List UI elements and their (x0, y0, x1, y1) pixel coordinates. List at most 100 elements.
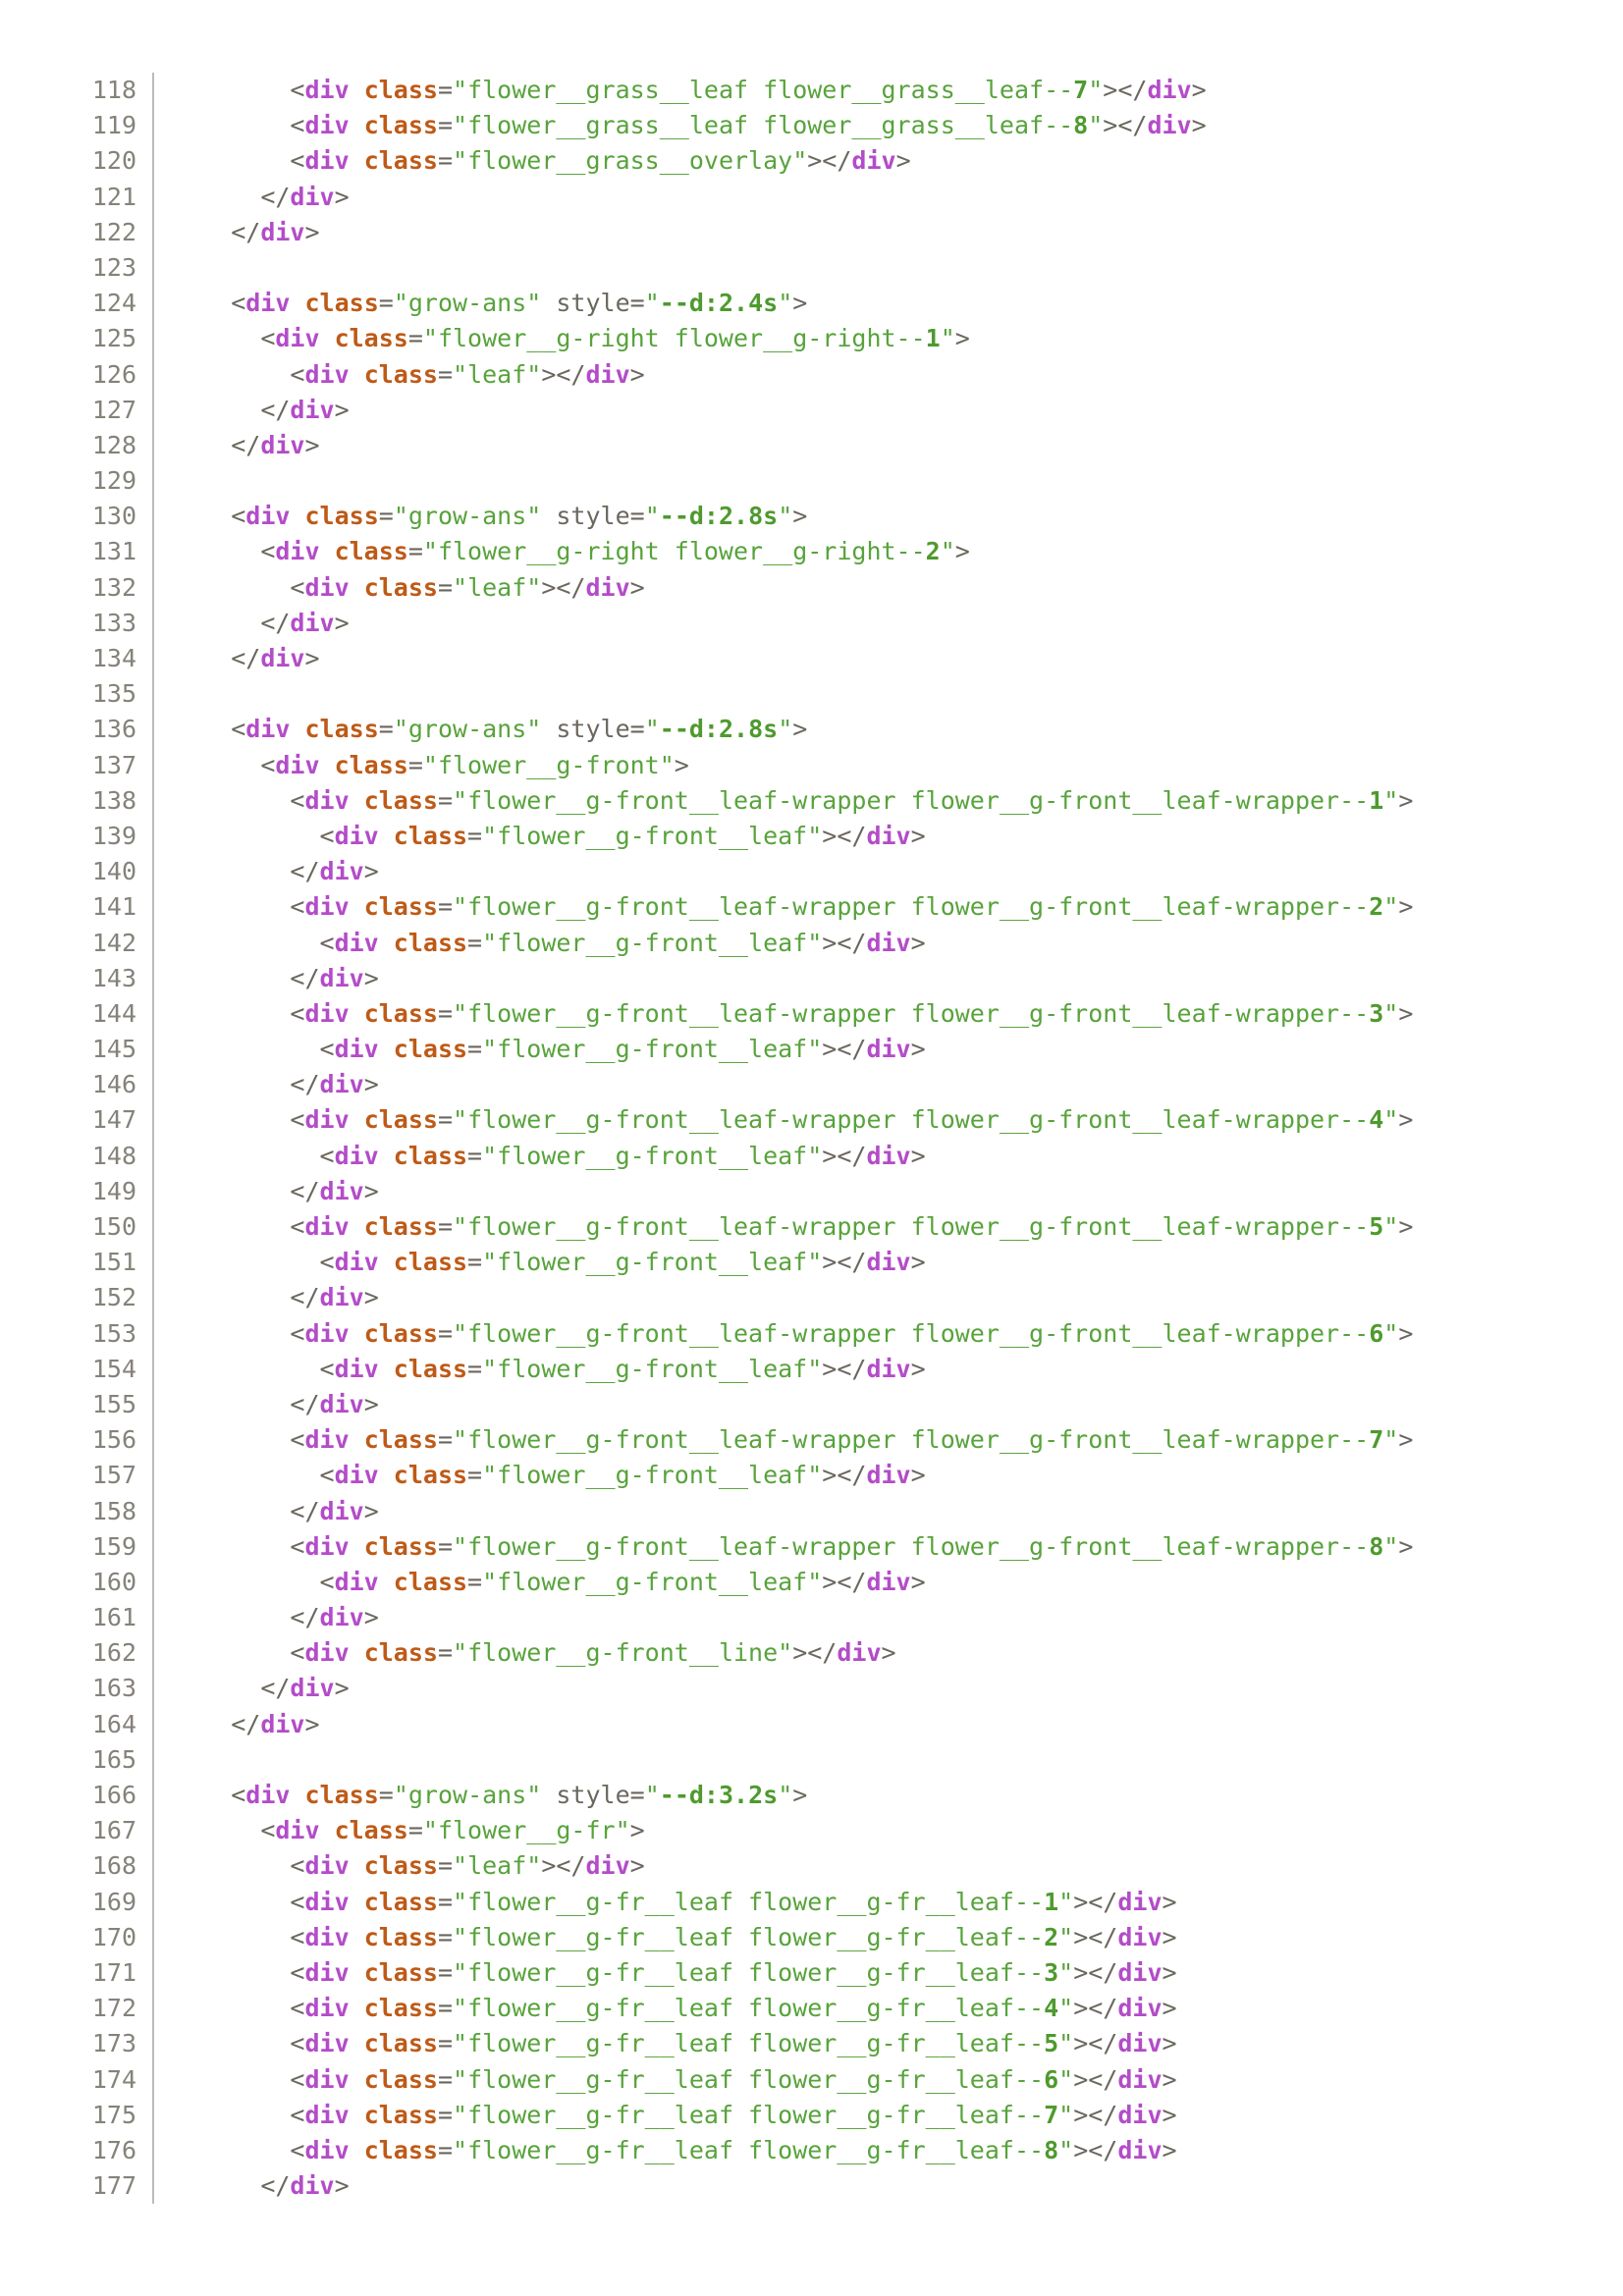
code-text: </div> (154, 1174, 378, 1209)
line-number: 120 (0, 143, 154, 180)
code-token: div (260, 217, 305, 246)
code-token: div (1117, 1887, 1163, 1916)
code-text: <div class="grow-ans" style="--d:2.4s"> (154, 286, 807, 321)
code-line: 160 <div class="flower__g-front__leaf"><… (0, 1564, 1413, 1601)
code-token: ></ (1073, 1994, 1118, 2023)
code-token: ></ (822, 1141, 867, 1170)
code-token: > (1162, 1887, 1177, 1916)
code-line: 131 <div class="flower__g-right flower__… (0, 534, 1413, 570)
code-token: = (467, 821, 483, 850)
code-text: </div> (154, 2168, 350, 2204)
code-line: 158 </div> (0, 1493, 1413, 1529)
code-line: 143 </div> (0, 960, 1413, 996)
line-number: 130 (0, 499, 154, 535)
line-number: 170 (0, 1919, 154, 1955)
code-token: < (319, 1461, 335, 1490)
code-token: div (275, 324, 320, 353)
code-token: div (304, 1531, 350, 1561)
code-token: </ (260, 2171, 291, 2201)
code-token: div (275, 1816, 320, 1845)
code-token: 4 (1044, 1994, 1059, 2023)
line-number: 125 (0, 321, 154, 357)
code-token: div (304, 572, 350, 602)
code-token: > (792, 715, 808, 744)
code-token: div (866, 928, 911, 957)
code-line: 145 <div class="flower__g-front__leaf"><… (0, 1032, 1413, 1068)
code-line: 126 <div class="leaf"></div> (0, 356, 1413, 393)
code-token: > (363, 1283, 379, 1312)
code-token: </ (290, 1176, 320, 1205)
code-token: < (319, 1567, 335, 1596)
code-token: div (304, 1212, 350, 1241)
code-token: "flower__g-front__leaf-wrapper flower__g… (453, 1531, 1370, 1561)
code-token: 5 (1044, 2029, 1059, 2058)
code-line: 169 <div class="flower__g-fr__leaf flowe… (0, 1884, 1413, 1920)
code-token: ></ (822, 928, 867, 957)
code-token: "flower__g-fr__leaf flower__g-fr__leaf-- (453, 1957, 1045, 1987)
code-token: > (1398, 892, 1414, 922)
code-token: < (290, 359, 305, 389)
code-line: 171 <div class="flower__g-fr__leaf flowe… (0, 1954, 1413, 1992)
code-token: ></ (541, 1851, 586, 1881)
code-token: " (778, 502, 793, 531)
line-number: 158 (0, 1493, 154, 1529)
code-token: ></ (822, 821, 867, 850)
code-token: "flower__g-front__leaf-wrapper flower__g… (453, 785, 1370, 815)
code-token: "flower__g-front__leaf-wrapper flower__g… (453, 1105, 1370, 1135)
code-text: <div class="flower__g-front__leaf-wrappe… (154, 1316, 1413, 1352)
line-number: 141 (0, 889, 154, 926)
code-token: > (1398, 1318, 1414, 1348)
code-token: div (851, 146, 896, 176)
code-token: div (1147, 76, 1192, 104)
code-token: > (363, 1603, 379, 1632)
line-number: 127 (0, 392, 154, 428)
line-number: 155 (0, 1386, 154, 1423)
code-token: </ (260, 182, 291, 211)
code-token: ></ (1103, 76, 1148, 104)
code-token: > (334, 2171, 350, 2201)
code-token: > (954, 324, 970, 353)
code-token: ></ (822, 1461, 867, 1490)
code-token: class (378, 821, 468, 850)
code-token: class (349, 111, 438, 140)
line-number: 165 (0, 1741, 154, 1778)
code-token: > (910, 1354, 926, 1383)
code-token: div (304, 146, 350, 176)
code-text: <div class="flower__g-front__leaf-wrappe… (154, 996, 1413, 1032)
code-token: "flower__grass__overlay" (453, 146, 808, 176)
line-number: 177 (0, 2168, 154, 2205)
code-text: <div class="flower__g-front__leaf-wrappe… (154, 1209, 1413, 1245)
code-token: > (363, 1389, 379, 1418)
code-line: 139 <div class="flower__g-front__leaf"><… (0, 818, 1413, 855)
line-number: 174 (0, 2061, 154, 2098)
code-token: div (334, 821, 379, 850)
code-token: < (319, 821, 335, 850)
code-token: class (378, 1248, 468, 1277)
code-token: > (304, 1709, 320, 1738)
code-token: < (290, 785, 305, 815)
code-line: 153 <div class="flower__g-front__leaf-wr… (0, 1315, 1413, 1352)
code-token: div (304, 1922, 350, 1951)
code-token: < (290, 1851, 305, 1881)
line-number: 122 (0, 214, 154, 250)
code-token: > (304, 217, 320, 246)
line-number: 147 (0, 1102, 154, 1139)
code-token: div (260, 430, 305, 459)
code-text: <div class="flower__g-front__leaf-wrappe… (154, 1529, 1413, 1565)
code-token: div (334, 928, 379, 957)
code-token: class (349, 1887, 438, 1916)
code-text: <div class="flower__grass__leaf flower__… (154, 73, 1206, 108)
code-token: > (895, 146, 911, 176)
code-token: = (437, 1318, 454, 1348)
code-token: = (467, 1354, 483, 1383)
code-editor: 118 <div class="flower__grass__leaf flow… (0, 73, 1413, 2205)
code-token: > (1398, 1212, 1414, 1241)
code-text: <div class="flower__g-front__leaf"></div… (154, 819, 926, 854)
code-token: < (290, 1212, 305, 1241)
code-text (154, 250, 172, 286)
code-token: class (349, 1922, 438, 1951)
code-token: > (363, 857, 379, 886)
line-number: 164 (0, 1706, 154, 1742)
code-text: <div class="flower__g-front__leaf-wrappe… (154, 889, 1413, 925)
code-token: --d:3.2s (659, 1781, 779, 1809)
